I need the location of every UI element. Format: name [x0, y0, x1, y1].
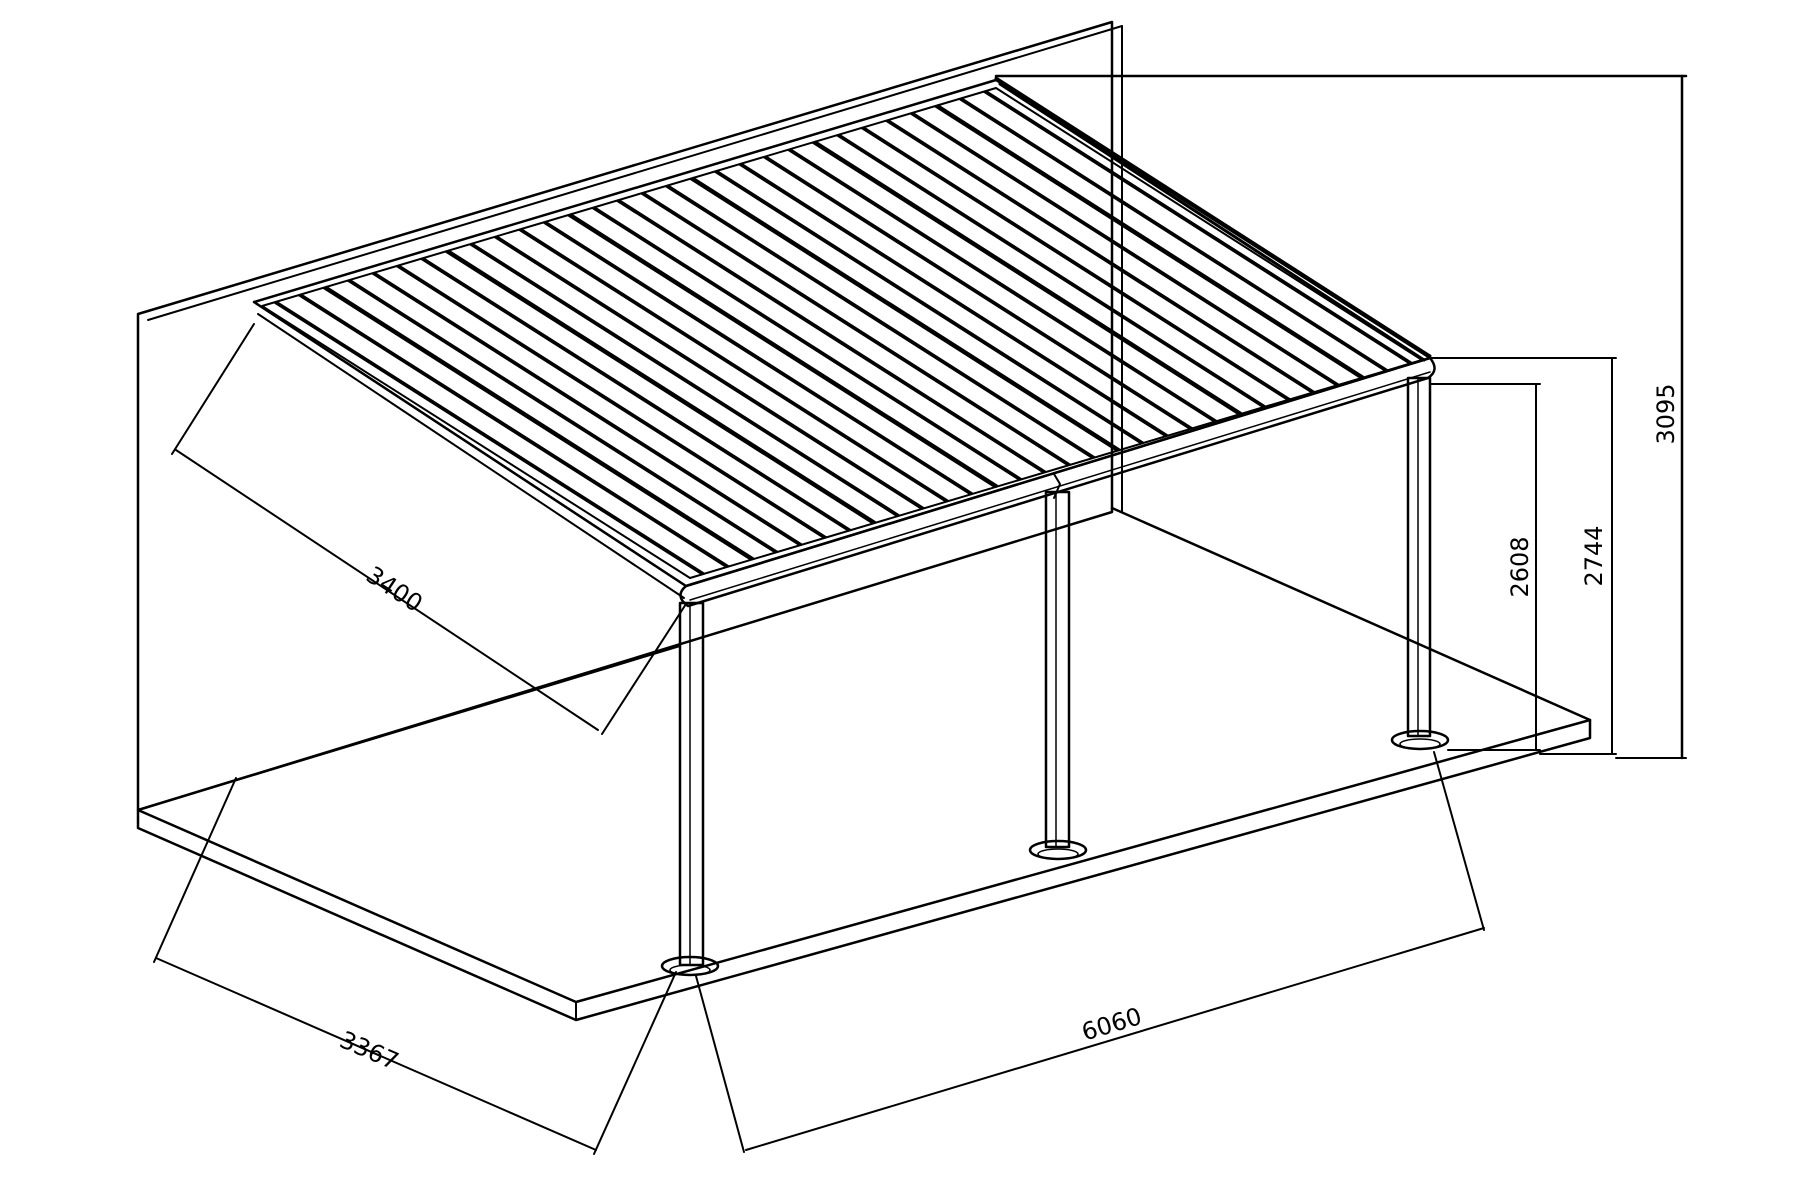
louver-slat-edge — [862, 126, 1291, 401]
dimension-base-depth: 3367 — [153, 777, 677, 1155]
louver-slat-edge — [789, 148, 1218, 422]
louver-slat-edge — [716, 170, 1145, 444]
louver-slat-edge — [909, 112, 1338, 387]
louver-slat-edge — [347, 279, 776, 554]
louver-slat-edge — [887, 119, 1315, 393]
louver-slat-edge — [714, 170, 1142, 445]
louver-slat-edge — [300, 293, 730, 568]
post-left — [660, 601, 720, 977]
louver-slat-edge — [960, 97, 1389, 372]
louver-slat-edge — [520, 228, 949, 502]
louver-slat-edge — [542, 221, 972, 496]
post-middle — [1028, 490, 1088, 861]
dim-total-height-label: 3095 — [1652, 383, 1680, 444]
louver-slat-edge — [983, 90, 1411, 365]
louver-slat-edge — [740, 162, 1169, 437]
louver-slat-edge — [349, 279, 779, 553]
louver-slat-edge — [911, 111, 1340, 386]
louver-slat-edge — [396, 265, 825, 539]
louver-slat-edge — [763, 156, 1191, 430]
louver-slat-edge — [665, 185, 1094, 459]
dimension-roof-depth: 3400 — [171, 323, 687, 735]
louver-slat-edge — [493, 236, 923, 510]
louver-slat-edge — [640, 192, 1069, 467]
louver-slat-edge — [593, 206, 1023, 481]
louver-slat-edge — [765, 155, 1193, 430]
louver-slat-edge — [787, 148, 1216, 423]
louver-slat-edge — [813, 140, 1243, 416]
louver-slat-edge — [738, 163, 1167, 438]
louver-slat-edge — [958, 98, 1386, 372]
louver-slat-edge — [568, 212, 999, 488]
louver-slat-edge — [935, 103, 1365, 379]
dimension-beam-height: 2744 — [1429, 357, 1617, 755]
louver-slat-edge — [446, 249, 877, 525]
louver-slat-edge — [324, 285, 755, 561]
louver-slat-edge — [420, 257, 850, 532]
dimension-width: 6060 — [695, 751, 1485, 1153]
louver-slat-edge — [838, 133, 1267, 408]
louver-slat-edge — [642, 191, 1071, 466]
dimension-total-height: 3095 — [994, 74, 1688, 760]
louver-slat-edge — [860, 127, 1289, 401]
louver-slat-edge — [422, 257, 852, 531]
roof-louvers — [273, 90, 1413, 576]
louver-slat-edge — [691, 176, 1121, 452]
louver-slat-edge — [371, 272, 801, 547]
dim-beam-height-label: 2744 — [1580, 525, 1608, 586]
louver-slat-edge — [373, 271, 803, 546]
louver-slat-edge — [275, 300, 705, 575]
louver-slat-edge — [985, 90, 1413, 364]
dim-roof-depth-label: 3400 — [361, 561, 427, 618]
louver-slat-edge — [273, 301, 703, 576]
louver-slat-edge — [471, 242, 901, 517]
louver-slat-edge — [618, 199, 1047, 473]
dim-clear-height-label: 2608 — [1506, 536, 1534, 597]
louver-slat-edge — [495, 235, 925, 510]
louver-slat-edge — [398, 264, 827, 539]
louver-slat-edge — [591, 207, 1020, 481]
dimension-clear-height: 2608 — [1429, 383, 1541, 751]
louver-slat-edge — [518, 228, 947, 503]
dim-base-depth-label: 3367 — [336, 1026, 403, 1076]
louver-slat-edge — [298, 294, 728, 568]
louver-slat-edge — [836, 134, 1264, 409]
louver-slat-edge — [667, 184, 1096, 459]
floor-slab — [136, 506, 1592, 1022]
louver-slat-edge — [616, 199, 1045, 474]
louver-slat-edge — [885, 119, 1313, 394]
louver-slat-edge — [469, 243, 898, 518]
louver-slat-edge — [544, 220, 974, 495]
post-right — [1390, 376, 1450, 751]
